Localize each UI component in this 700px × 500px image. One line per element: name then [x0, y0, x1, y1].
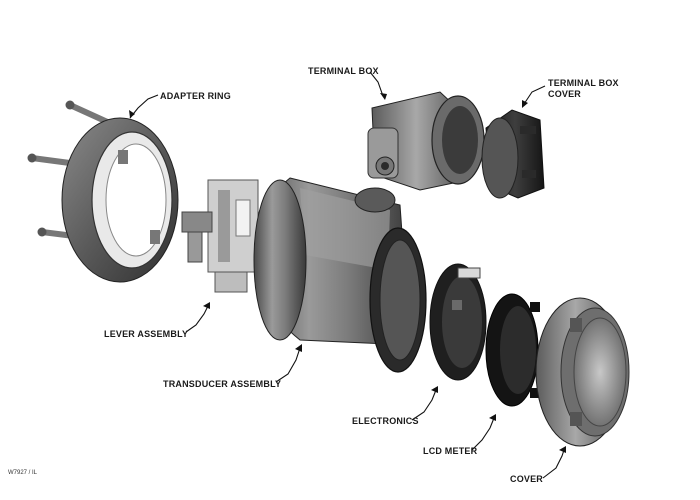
label-lever-assembly: LEVER ASSEMBLY: [104, 329, 188, 339]
label-transducer-assembly: TRANSDUCER ASSEMBLY: [163, 379, 281, 389]
figure-id: W7927 / IL: [8, 470, 38, 476]
leader-lever-assembly: [185, 305, 209, 333]
leader-electronics: [411, 389, 437, 421]
leader-adapter-ring: [129, 94, 159, 119]
leader-terminal-box: [369, 71, 384, 97]
terminal-box-part: [367, 91, 485, 191]
lever-assembly-part: [181, 179, 259, 293]
electronics-part: [429, 263, 487, 381]
leader-terminal-box-cover: [523, 85, 546, 105]
label-lcd-meter: LCD METER: [423, 446, 478, 456]
label-adapter-ring: ADAPTER RING: [160, 91, 231, 101]
label-terminal-box-cover-line2: COVER: [548, 89, 581, 99]
leader-cover: [542, 449, 565, 479]
transducer-assembly-part: [253, 177, 427, 373]
leader-lcd-meter: [471, 417, 495, 451]
terminal-box-cover-part: [481, 109, 545, 199]
leader-transducer-assembly: [275, 347, 301, 383]
adapter-ring-part: [27, 100, 179, 283]
lcd-meter-part: [485, 293, 540, 407]
label-terminal-box-cover-line1: TERMINAL BOX: [548, 78, 619, 88]
label-terminal-box: TERMINAL BOX: [308, 66, 379, 76]
label-electronics: ELECTRONICS: [352, 416, 419, 426]
label-cover: COVER: [510, 474, 543, 484]
leader-lines: [129, 71, 566, 479]
cover-part: [535, 297, 630, 447]
